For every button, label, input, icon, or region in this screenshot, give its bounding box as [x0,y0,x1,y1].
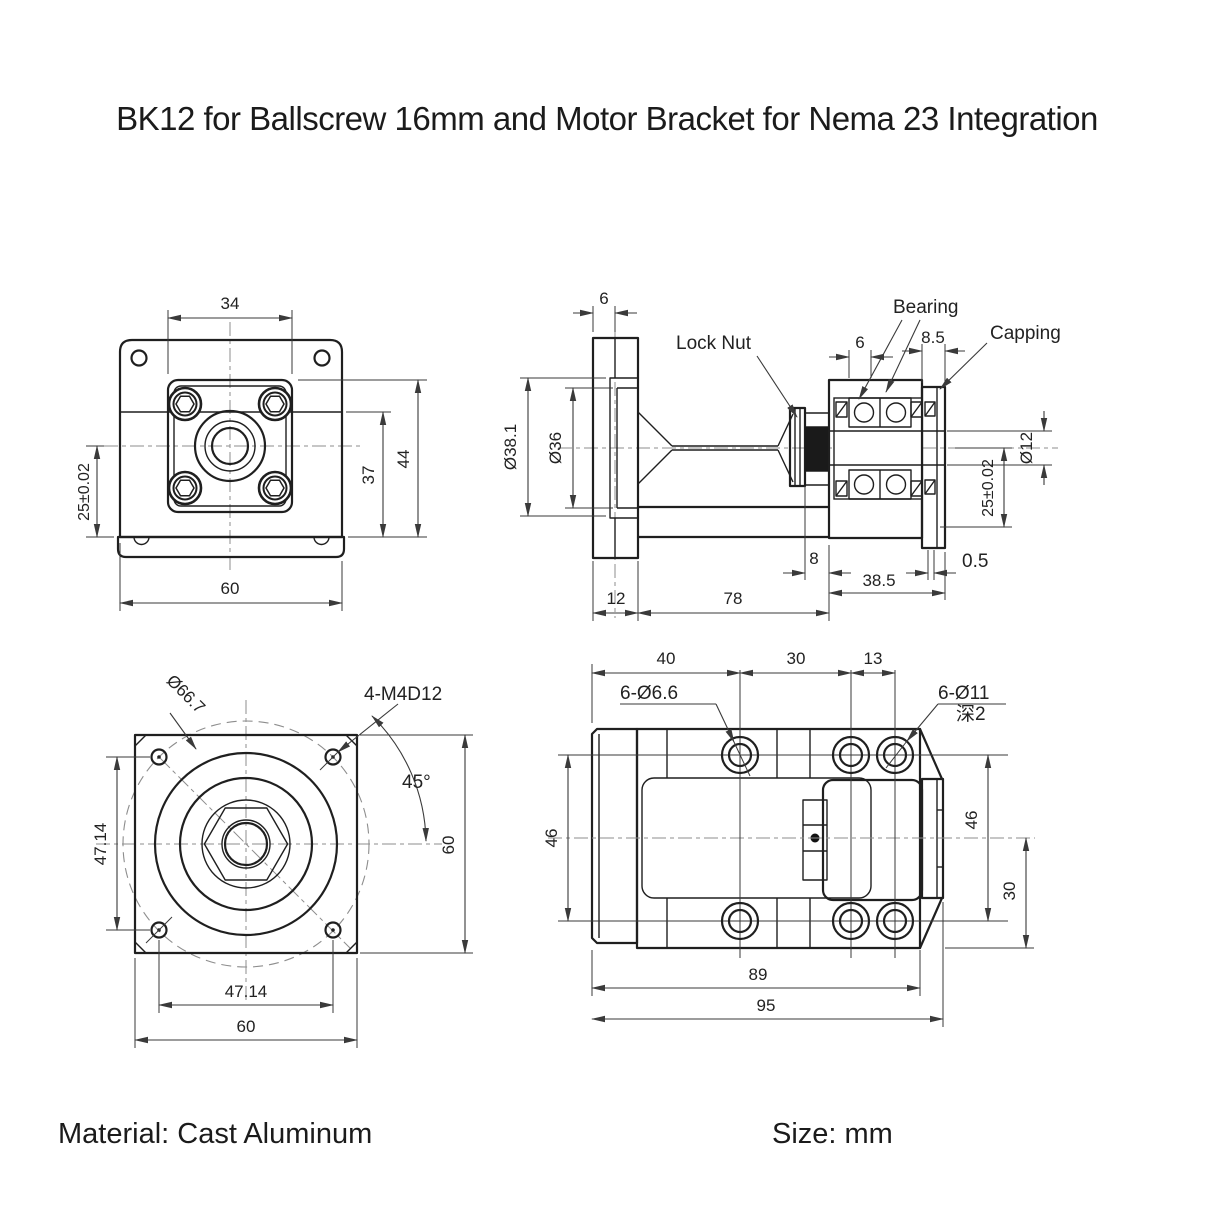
dim-len-right: 13 [864,649,883,668]
center-rib [802,799,828,881]
dim-hole-pitch-v: 47.14 [91,823,110,866]
dim-hole-angle: 45° [402,772,431,793]
dim-body-length: 89 [749,965,768,984]
material-note: Material: Cast Aluminum [58,1118,373,1150]
screw-bore [223,821,269,867]
bearing-flange [166,378,294,514]
label-counterbore-holes: 6-Ø11 [938,683,989,704]
center-bore [193,409,267,483]
dim-side-center-height: 25±0.02 [980,459,997,517]
dim-len-mid: 30 [787,649,806,668]
corner-tapped-holes [145,743,347,944]
dim-boss-height: 37 [359,466,378,485]
dim-hole-pitch-h: 47.14 [225,982,268,1001]
capping-plate [920,385,947,550]
dim-plate-thickness: 6 [599,289,608,308]
drawing-title: BK12 for Ballscrew 16mm and Motor Bracke… [116,100,1098,137]
dim-bolt-circle: Ø66.7 [163,671,209,717]
housing-top [821,778,924,902]
dim-pilot-dia: Ø36 [546,432,565,464]
hex-bolt [257,386,293,422]
label-capping: Capping [990,323,1061,344]
label-lock-nut: Lock Nut [676,333,752,354]
label-through-holes: 6-Ø6.6 [620,683,678,704]
view-side: Lock Nut Bearing Capping 6 Ø38.1 Ø36 [501,289,1061,621]
bolt-circle [122,720,370,968]
view-motor-face: Ø66.7 4-M4D12 45° 47.14 60 47.14 60 [91,671,473,1048]
dim-capping-width: 8.5 [921,328,945,347]
dim-overall-height: 44 [394,450,413,469]
label-bearing: Bearing [893,297,959,318]
view-top: 40 30 13 6-Ø6.6 6-Ø11 深2 46 46 30 [542,649,1035,1027]
dim-capping-offset: 0.5 [962,551,988,572]
mount-hole [313,349,331,367]
ballscrew-shaft [637,411,794,485]
dim-base-width: 60 [237,1017,256,1036]
dim-flange-width: 34 [221,294,240,313]
view-front: 34 44 37 25±0.02 60 [76,294,427,611]
hex-bolt [257,470,293,506]
dim-base-width: 60 [221,579,240,598]
dim-half-width: 30 [1000,882,1019,901]
hex-bolt [167,470,203,506]
bk12-base-foot [116,535,346,559]
dim-overall-length: 95 [757,996,776,1015]
dim-bearing-width: 6 [855,333,864,352]
dim-flange-dia: Ø38.1 [501,424,520,470]
bearing-pair [835,397,923,500]
dim-len-left: 40 [657,649,676,668]
label-counterbore-depth: 深2 [956,703,986,725]
bk12-plate-outline [118,338,344,539]
dim-flange-length: 12 [607,589,626,608]
dim-width-right: 46 [962,811,981,830]
dim-body-length: 78 [724,589,743,608]
dim-thread-length: 8 [809,549,818,568]
dim-center-height: 25±0.02 [76,463,93,521]
dim-width-left: 46 [542,829,561,848]
lock-nut [788,406,807,488]
hex-bolt [167,386,203,422]
label-tapped-holes: 4-M4D12 [364,684,442,705]
dim-side-height: 60 [439,836,458,855]
threaded-section [805,427,829,471]
mounting-holes [720,735,915,941]
motor-plate [133,733,359,955]
dim-shaft-dia: Ø12 [1017,432,1036,464]
mount-hole [130,349,148,367]
dim-head-length: 38.5 [862,571,895,590]
size-note: Size: mm [772,1118,893,1150]
shaft-hex-nut [203,807,289,881]
